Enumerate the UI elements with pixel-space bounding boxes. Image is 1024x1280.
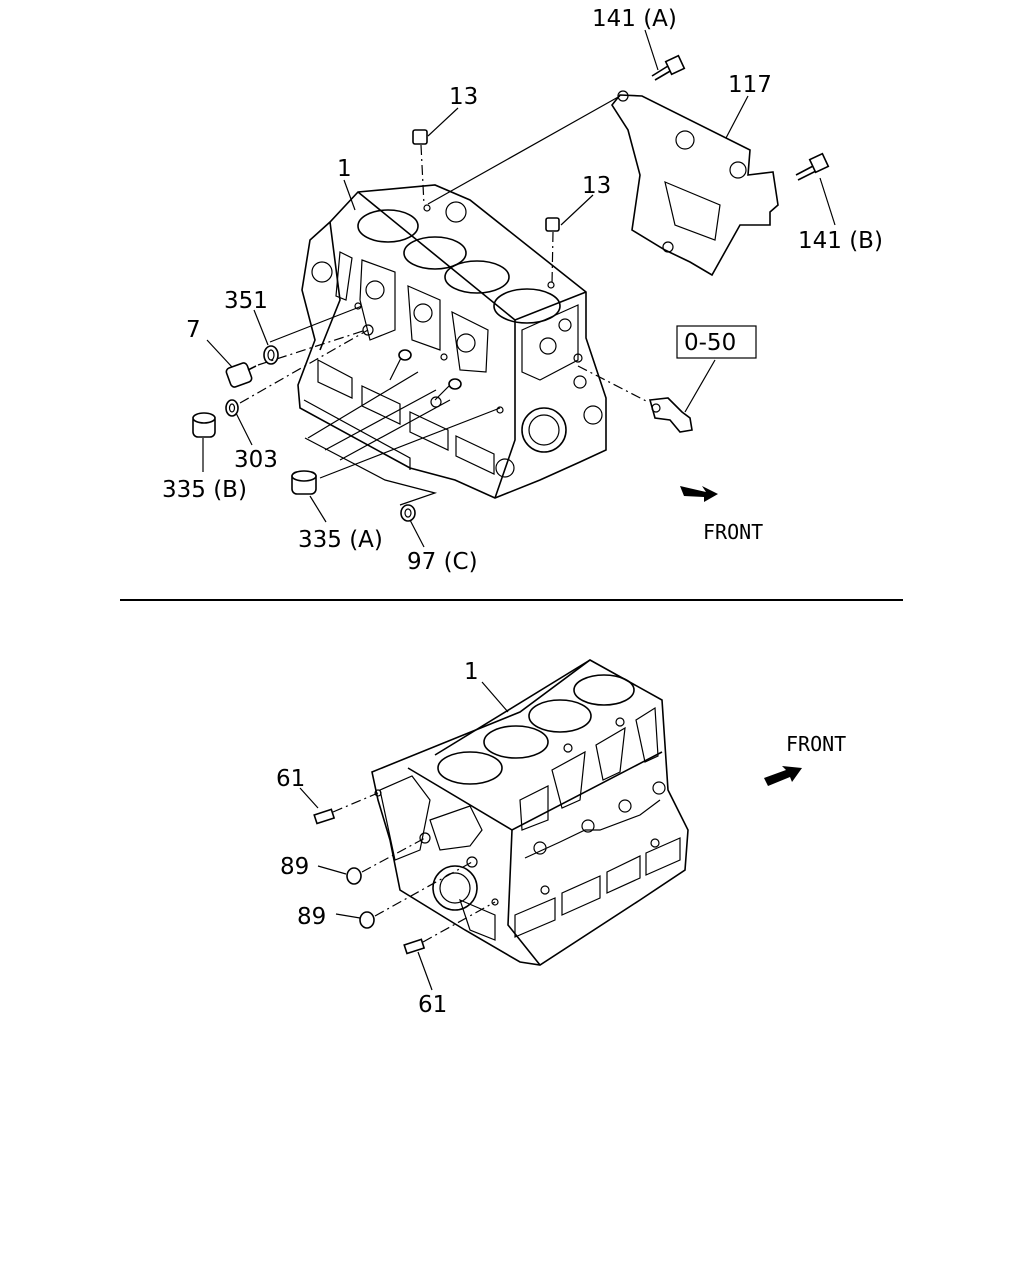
label-7: 7 — [186, 317, 201, 343]
label-141b: 141 (B) — [798, 228, 883, 254]
label-141a: 141 (A) — [592, 6, 677, 32]
label-89-upper: 89 — [280, 854, 309, 880]
label-97c: 97 (C) — [407, 549, 478, 575]
dowel-pin-61-upper — [313, 808, 336, 825]
plug-335a — [291, 470, 317, 495]
label-117: 117 — [728, 72, 772, 98]
label-13-upper: 13 — [449, 84, 478, 110]
dowel-13b — [545, 217, 560, 285]
label-335a: 335 (A) — [298, 527, 383, 553]
label-13-lower: 13 — [582, 173, 611, 199]
label-61-upper: 61 — [276, 766, 305, 792]
top-diagram: 141 (A) 13 117 1 13 141 (B) 351 7 0-50 3… — [162, 6, 883, 575]
cover-plate — [611, 90, 779, 277]
bottom-label-leaders — [299, 681, 509, 991]
cylinder-block-bottom — [371, 659, 689, 966]
label-303: 303 — [234, 447, 278, 473]
plug-89-lower — [359, 911, 375, 929]
front-label-bottom: FRONT — [786, 732, 846, 756]
dowel-pin-61-lower — [403, 938, 426, 955]
bolt-141a — [651, 54, 686, 81]
label-351: 351 — [224, 288, 268, 314]
label-1-top: 1 — [337, 156, 352, 182]
label-1-bottom: 1 — [464, 659, 479, 685]
oil-pressure-switch — [648, 397, 693, 433]
plug-335b — [192, 412, 216, 438]
washer-303 — [225, 399, 239, 417]
bottom-diagram: 1 61 89 89 61 FRONT — [276, 659, 846, 1018]
bolt-141b — [795, 152, 830, 181]
cylinder-block-top — [297, 184, 607, 499]
label-61-lower: 61 — [418, 992, 447, 1018]
front-label-top: FRONT — [703, 520, 763, 544]
front-arrow-top — [680, 486, 718, 502]
plug-97c — [400, 504, 416, 522]
label-0-50: 0-50 — [684, 330, 736, 356]
top-assembly-lines — [239, 95, 649, 506]
bottom-assembly-lines — [332, 792, 496, 943]
label-335b: 335 (B) — [162, 477, 247, 503]
dowel-13a — [412, 129, 428, 206]
washer-351 — [263, 345, 279, 365]
label-0-50-box — [676, 325, 757, 359]
plug-89-upper — [346, 867, 362, 885]
top-label-leaders — [202, 29, 836, 548]
plug-7 — [225, 362, 257, 388]
front-arrow-bottom — [764, 766, 802, 786]
label-89-lower: 89 — [297, 904, 326, 930]
